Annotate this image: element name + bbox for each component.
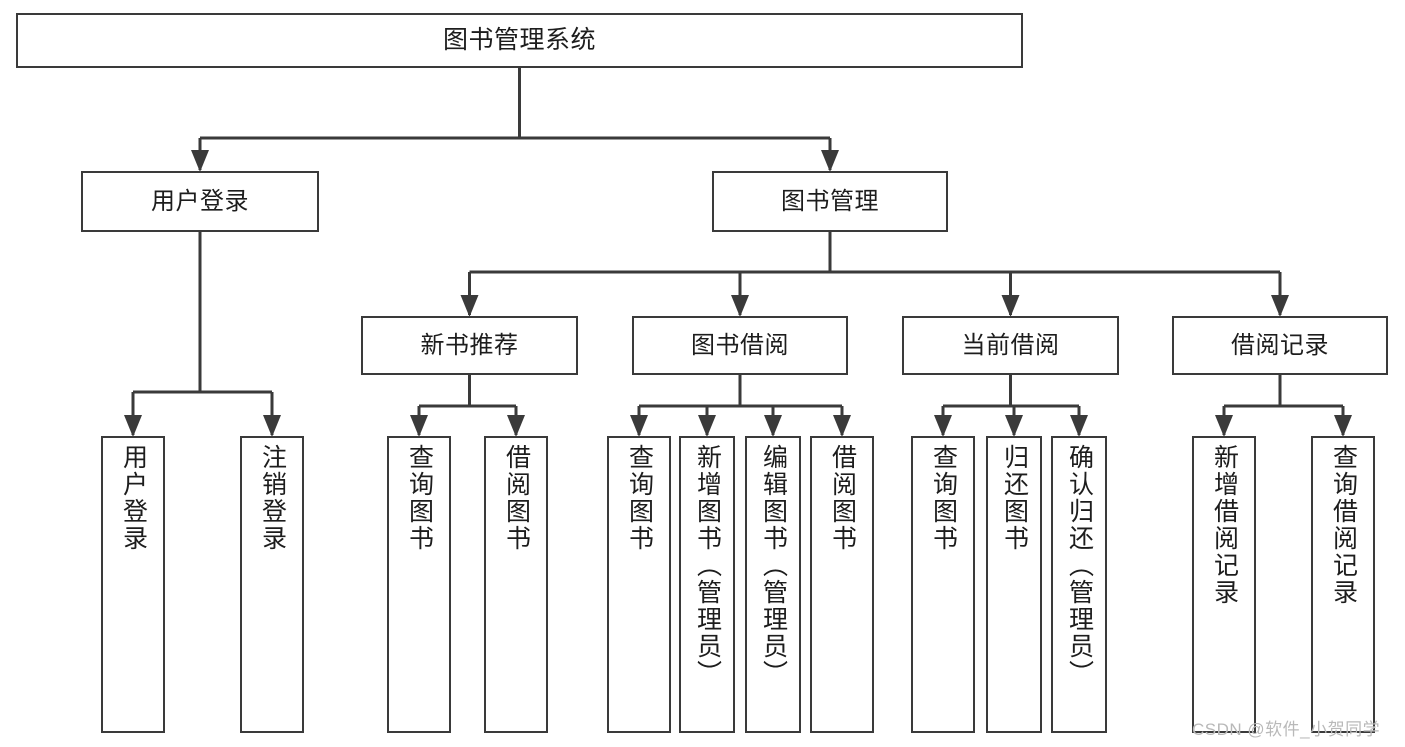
node-leaf-borrow-2[interactable]: 借阅图书 bbox=[810, 436, 874, 733]
node-label: 注销登录 bbox=[258, 444, 287, 552]
node-leaf-return[interactable]: 归还图书 bbox=[986, 436, 1042, 733]
node-book-manage[interactable]: 图书管理 bbox=[712, 171, 948, 232]
node-label: 新增借阅记录 bbox=[1210, 444, 1239, 606]
node-leaf-add-book[interactable]: 新增图书（管理员） bbox=[679, 436, 735, 733]
node-label: 新增图书（管理员） bbox=[693, 444, 722, 687]
node-label: 新书推荐 bbox=[420, 331, 519, 359]
node-label: 确认归还（管理员） bbox=[1065, 444, 1094, 687]
node-borrow-record[interactable]: 借阅记录 bbox=[1172, 316, 1388, 375]
node-leaf-borrow-1[interactable]: 借阅图书 bbox=[484, 436, 548, 733]
node-label: 编辑图书（管理员） bbox=[759, 444, 788, 687]
node-label: 查询借阅记录 bbox=[1329, 444, 1358, 606]
node-leaf-query-1[interactable]: 查询图书 bbox=[387, 436, 451, 733]
node-leaf-add-rec[interactable]: 新增借阅记录 bbox=[1192, 436, 1256, 733]
watermark-label: CSDN @软件_小贺同学 bbox=[1192, 720, 1381, 739]
node-label: 查询图书 bbox=[405, 444, 434, 552]
node-leaf-user-login[interactable]: 用户登录 bbox=[101, 436, 165, 733]
node-label: 借阅图书 bbox=[828, 444, 857, 552]
node-label: 图书管理 bbox=[781, 187, 879, 215]
node-new-book-rec[interactable]: 新书推荐 bbox=[361, 316, 578, 375]
node-label: 用户登录 bbox=[119, 444, 148, 552]
node-current-borrow[interactable]: 当前借阅 bbox=[902, 316, 1119, 375]
node-label: 借阅记录 bbox=[1231, 331, 1329, 359]
node-label: 图书借阅 bbox=[691, 331, 789, 359]
node-leaf-confirm[interactable]: 确认归还（管理员） bbox=[1051, 436, 1107, 733]
node-label: 归还图书 bbox=[1000, 444, 1029, 552]
node-leaf-query-3[interactable]: 查询图书 bbox=[911, 436, 975, 733]
node-label: 查询图书 bbox=[625, 444, 654, 552]
node-label: 图书管理系统 bbox=[442, 26, 596, 54]
node-label: 借阅图书 bbox=[502, 444, 531, 552]
node-user-login[interactable]: 用户登录 bbox=[81, 171, 319, 232]
node-leaf-edit-book[interactable]: 编辑图书（管理员） bbox=[745, 436, 801, 733]
node-leaf-logout[interactable]: 注销登录 bbox=[240, 436, 304, 733]
node-label: 查询图书 bbox=[929, 444, 958, 552]
node-label: 当前借阅 bbox=[961, 331, 1060, 359]
node-leaf-query-rec[interactable]: 查询借阅记录 bbox=[1311, 436, 1375, 733]
node-root[interactable]: 图书管理系统 bbox=[16, 13, 1023, 68]
node-leaf-query-2[interactable]: 查询图书 bbox=[607, 436, 671, 733]
node-label: 用户登录 bbox=[151, 187, 249, 215]
node-book-borrow[interactable]: 图书借阅 bbox=[632, 316, 848, 375]
